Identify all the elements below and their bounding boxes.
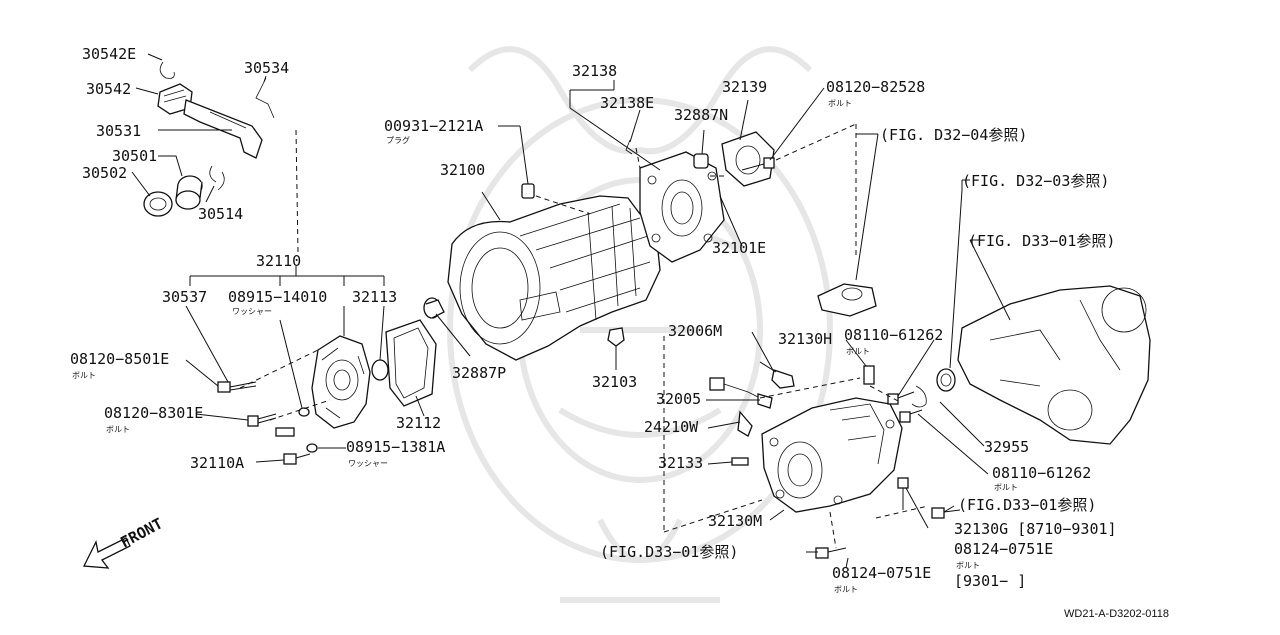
sub-bolt-2: ボルト — [106, 425, 130, 434]
bearing-clip-part — [209, 165, 225, 191]
label-30531: 30531 — [96, 122, 141, 140]
label-30537: 30537 — [162, 288, 207, 306]
oil-seal-part — [371, 359, 389, 381]
label-30501: 30501 — [112, 147, 157, 165]
sub-washer-1: ワッシャー — [232, 307, 272, 316]
label-08915-14010: 08915−14010 — [228, 288, 327, 306]
front-label: FRONT — [117, 514, 165, 551]
clutch-release-group — [131, 53, 299, 253]
document-code: WD21-A-D3202-0118 — [1064, 608, 1169, 620]
seal-32955 — [936, 368, 956, 392]
bolt-08124-0751E — [931, 507, 961, 519]
label-00931-2121A: 00931−2121A — [384, 117, 483, 135]
label-32138: 32138 — [572, 62, 617, 80]
label-ref-d32-03: (FIG. D32−03参照) — [962, 172, 1109, 190]
label-08124-0751E-b: 08124−0751E — [832, 564, 931, 582]
transmission-case-group — [447, 80, 857, 370]
label-32139: 32139 — [722, 78, 767, 96]
part-labels: 30542E 30542 30534 30531 30501 30502 305… — [70, 45, 1169, 620]
transmission-case-part — [447, 195, 661, 361]
label-32887P: 32887P — [452, 364, 506, 382]
label-30542E: 30542E — [82, 45, 136, 63]
label-32138E: 32138E — [600, 94, 654, 112]
release-bearing-part — [175, 175, 203, 210]
cover-plate-part — [721, 131, 775, 187]
front-cover-part — [311, 335, 371, 429]
extension-housing-group — [663, 133, 1151, 569]
sub-plug: プラグ — [386, 135, 410, 145]
release-fork-part — [183, 99, 263, 159]
sub-bolt-3: ボルト — [828, 99, 852, 108]
sub-bolt-5: ボルト — [994, 483, 1018, 492]
label-32110A: 32110A — [190, 454, 244, 472]
label-32101E: 32101E — [712, 239, 766, 257]
stud-32138E — [625, 139, 633, 155]
washer-part-2 — [298, 407, 310, 417]
label-32130G: 32130G [8710−9301] — [954, 520, 1117, 538]
bushing-n-part — [693, 153, 709, 169]
label-ref-d33-01c: (FIG.D33−01参照) — [600, 543, 738, 561]
label-08120-8501E: 08120−8501E — [70, 350, 169, 368]
transfer-case-part — [957, 285, 1151, 445]
label-32006M: 32006M — [668, 322, 722, 340]
extension-housing-part — [761, 397, 903, 513]
label-32100: 32100 — [440, 161, 485, 179]
sub-washer-2: ワッシャー — [348, 459, 388, 468]
label-30542: 30542 — [86, 80, 131, 98]
spring-clip-part — [159, 61, 175, 79]
label-30514: 30514 — [198, 205, 243, 223]
bolt-08120-82528 — [741, 157, 775, 171]
label-08124-0751E-a: 08124−0751E — [954, 540, 1053, 558]
label-32130M: 32130M — [708, 512, 762, 530]
bolt-32130G — [897, 477, 909, 510]
label-08110-61262a: 08110−61262 — [844, 326, 943, 344]
stud-part — [275, 427, 295, 437]
label-9301: [9301− ] — [954, 572, 1026, 590]
bolt-08110-61262a — [887, 391, 915, 405]
label-08120-8301E: 08120−8301E — [104, 404, 203, 422]
label-32103: 32103 — [592, 373, 637, 391]
label-32955: 32955 — [984, 438, 1029, 456]
clip-part — [911, 385, 927, 408]
pin-32133 — [731, 457, 749, 466]
label-ref-d32-04: (FIG. D32−04参照) — [880, 126, 1027, 144]
label-32112: 32112 — [396, 414, 441, 432]
label-08915-1381A: 08915−1381A — [346, 438, 445, 456]
label-32130H: 32130H — [778, 330, 832, 348]
bolt-08124-0751E-lower — [815, 547, 847, 559]
label-08110-61262b: 08110−61262 — [992, 464, 1091, 482]
bolt-08110-61262b — [899, 409, 923, 423]
label-32005: 32005 — [656, 390, 701, 408]
bolt-32110A — [283, 453, 311, 465]
bearing-ring-part — [143, 191, 173, 217]
label-ref-d33-01b: (FIG.D33−01参照) — [958, 496, 1096, 514]
sub-bolt-1: ボルト — [72, 371, 96, 380]
front-direction-arrow: FRONT — [82, 514, 166, 569]
label-24210W: 24210W — [644, 418, 699, 436]
label-ref-d33-01a: (FIG. D33−01参照) — [968, 232, 1115, 250]
label-32113: 32113 — [352, 288, 397, 306]
lever-32130H — [863, 365, 875, 385]
plug-part — [521, 183, 535, 199]
connector-32005 — [709, 377, 725, 391]
label-32887N: 32887N — [674, 106, 728, 124]
retainer-spring-part — [255, 77, 275, 119]
sub-bolt-4: ボルト — [846, 347, 870, 356]
label-32133: 32133 — [658, 454, 703, 472]
label-08120-82528: 08120−82528 — [826, 78, 925, 96]
switch-32006M — [771, 369, 795, 389]
gasket-part — [385, 319, 437, 407]
label-32110: 32110 — [256, 252, 301, 270]
label-30502: 30502 — [82, 164, 127, 182]
front-cover-group — [185, 266, 471, 465]
washer-part — [306, 443, 318, 453]
label-30534: 30534 — [244, 59, 289, 77]
breather-part — [607, 327, 625, 347]
sub-bolt-6: ボルト — [956, 561, 980, 570]
speedo-pinion-24210W — [737, 410, 753, 437]
sub-bolt-7: ボルト — [834, 585, 858, 594]
bolt-08120-8301E — [247, 413, 277, 427]
